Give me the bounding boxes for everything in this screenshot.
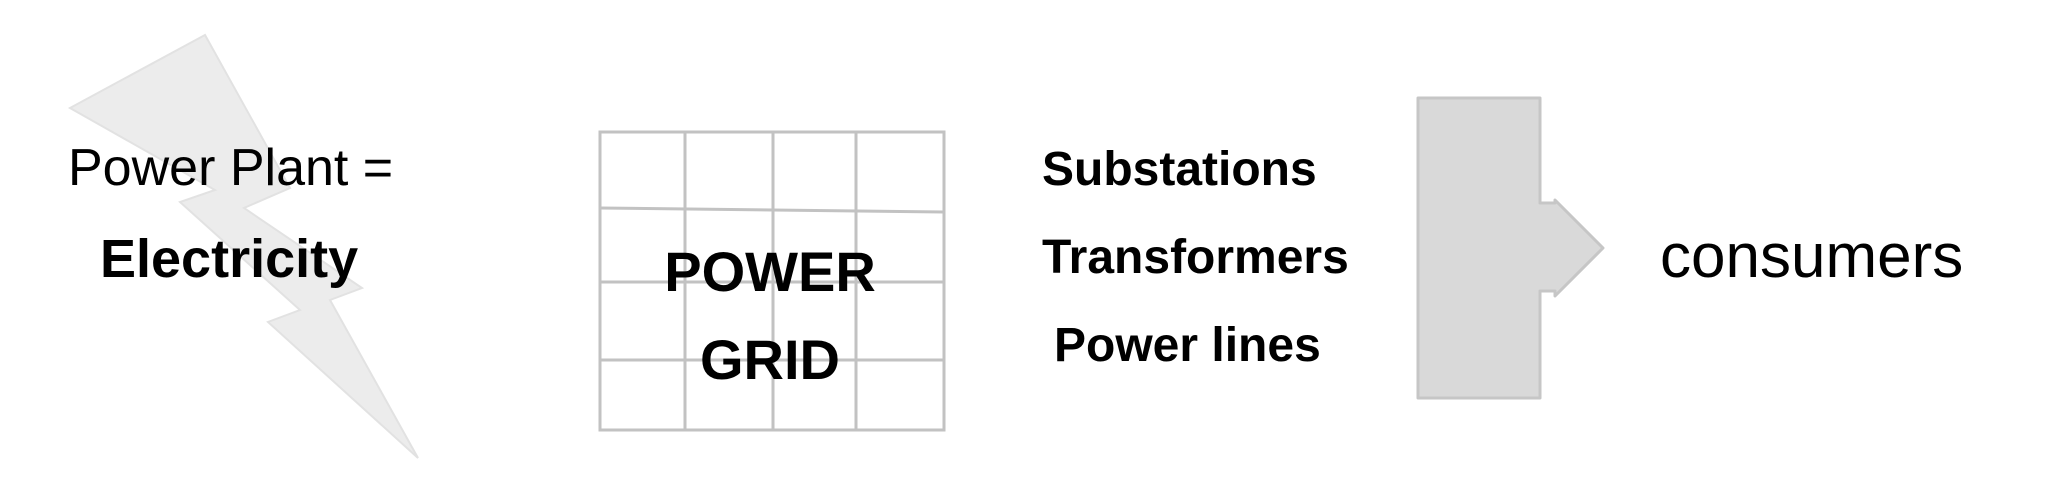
grid-line-h1: [599, 206, 945, 214]
power-grid-label-line2: GRID: [700, 328, 840, 391]
power-plant-label: Power Plant =: [68, 139, 394, 197]
power-grid-label: POWER GRID: [600, 228, 940, 404]
infrastructure-item-power-lines: Power lines: [1054, 319, 1321, 372]
block-arrow-icon: [1416, 96, 1605, 400]
power-grid-label-line1: POWER: [664, 240, 876, 303]
electricity-label: Electricity: [100, 229, 359, 289]
power-grid-box: [598, 130, 946, 432]
infrastructure-item-transformers: Transformers: [1042, 231, 1349, 284]
consumers-label: consumers: [1660, 222, 1964, 291]
lightning-bolt-icon: [67, 33, 419, 459]
infrastructure-item-substations: Substations: [1042, 143, 1317, 196]
